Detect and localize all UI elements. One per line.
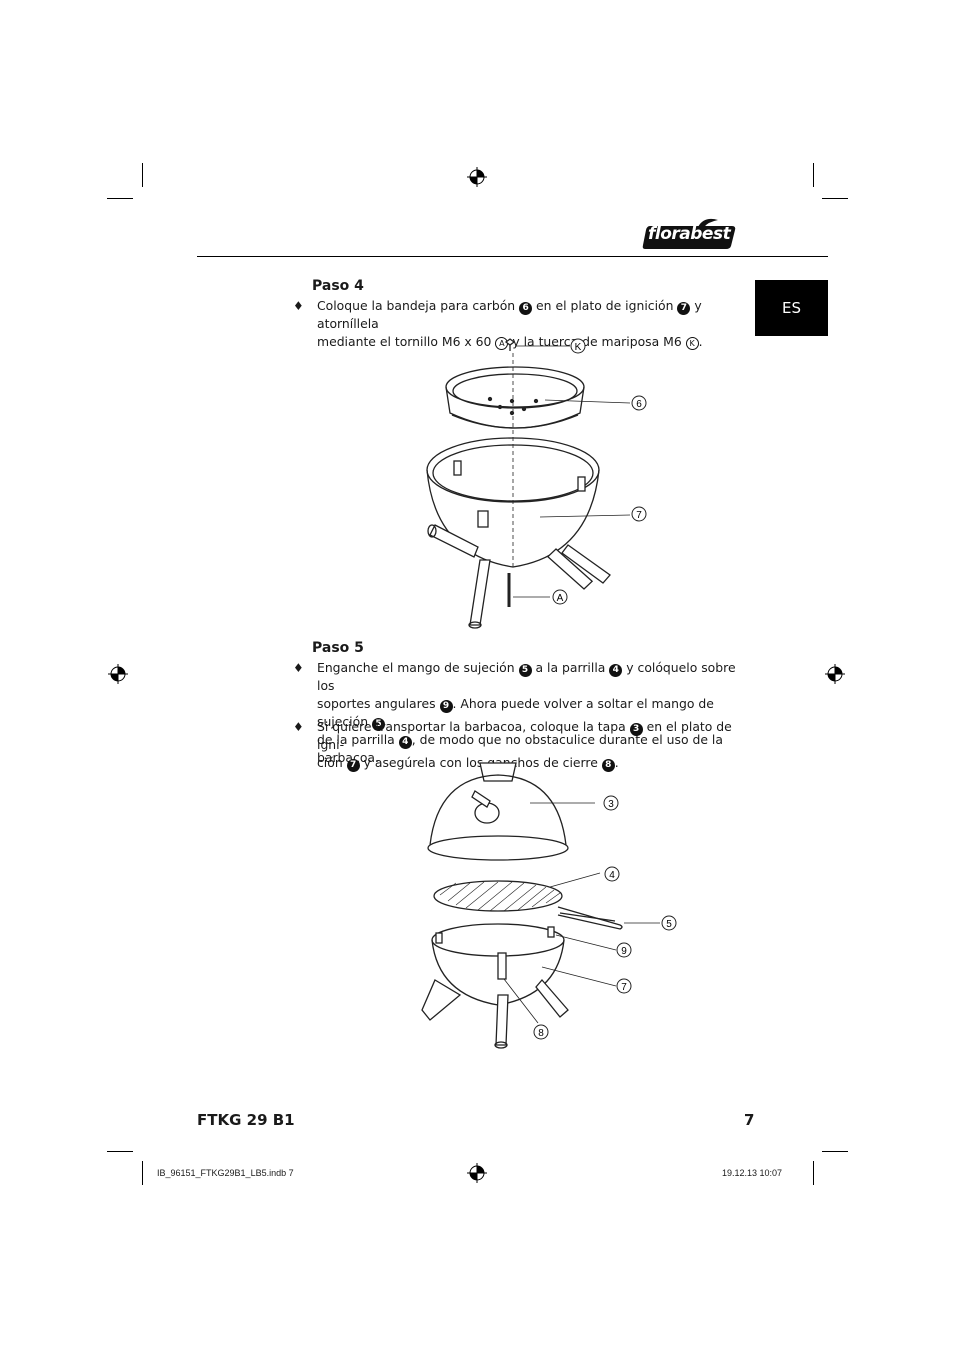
ref-badge: 9 <box>439 699 453 713</box>
slug-file: IB_96151_FTKG29B1_LB5.indb 7 <box>157 1168 294 1178</box>
registration-mark-icon <box>108 664 128 684</box>
ref-badge: 7 <box>677 302 691 315</box>
ref-badge: 4 <box>398 735 412 749</box>
crop-mark <box>142 1161 143 1185</box>
page-number: 7 <box>744 1111 755 1129</box>
figure-label: A <box>557 593 564 604</box>
crop-mark <box>813 1161 814 1185</box>
ref-badge: 8 <box>601 758 615 772</box>
crop-mark <box>813 163 814 187</box>
step5-bullet1: Enganche el mango de sujeción 5 a la par… <box>317 660 736 765</box>
crop-mark <box>107 1151 133 1152</box>
ref-badge: 5 <box>518 664 532 677</box>
crop-mark <box>107 198 133 199</box>
bullet-icon: ♦ <box>293 720 304 734</box>
registration-mark-icon <box>467 1163 487 1183</box>
bullet-icon: ♦ <box>293 299 304 313</box>
step4-heading: Paso 4 <box>312 278 364 294</box>
figure-label: 6 <box>636 399 642 410</box>
ref-badge: 3 <box>629 723 643 736</box>
crop-mark <box>142 163 143 187</box>
ref-badge: 5 <box>372 717 386 731</box>
crop-mark <box>822 1151 848 1152</box>
bullet-icon: ♦ <box>293 661 304 675</box>
slug-date: 19.12.13 10:07 <box>722 1168 783 1178</box>
figure-label: 3 <box>608 799 614 810</box>
figure-label: 5 <box>666 919 672 930</box>
registration-mark-icon <box>825 664 845 684</box>
figure-label: 4 <box>609 870 615 881</box>
ref-badge: 7 <box>346 758 360 772</box>
figure-label: 8 <box>538 1028 544 1039</box>
header-rule <box>197 256 828 257</box>
brand-logo: florabest <box>642 218 738 250</box>
ref-badge: 6 <box>519 302 533 315</box>
registration-mark-icon <box>467 167 487 187</box>
figure-label: K <box>575 342 582 353</box>
ref-letter-badge: K <box>685 336 699 350</box>
figure-label: 9 <box>621 946 627 957</box>
figure-step5-grill-assembly: 3 4 5 9 7 8 <box>421 762 677 1049</box>
ref-badge: 4 <box>609 664 623 677</box>
step5-bullet2: Si quiere transportar la barbacoa, coloq… <box>317 719 732 772</box>
figure-step4-charcoal-tray: K 6 7 A <box>426 338 647 629</box>
footer-model: FTKG 29 B1 <box>197 1111 295 1129</box>
brand-logo-text: florabest <box>648 224 731 244</box>
step5-heading: Paso 5 <box>312 640 364 656</box>
figure-label: 7 <box>621 982 627 993</box>
figure-label: 7 <box>636 510 642 521</box>
step4-text: Coloque la bandeja para carbón 6 en el p… <box>317 298 703 350</box>
crop-mark <box>822 198 848 199</box>
language-tab: ES <box>755 280 828 336</box>
